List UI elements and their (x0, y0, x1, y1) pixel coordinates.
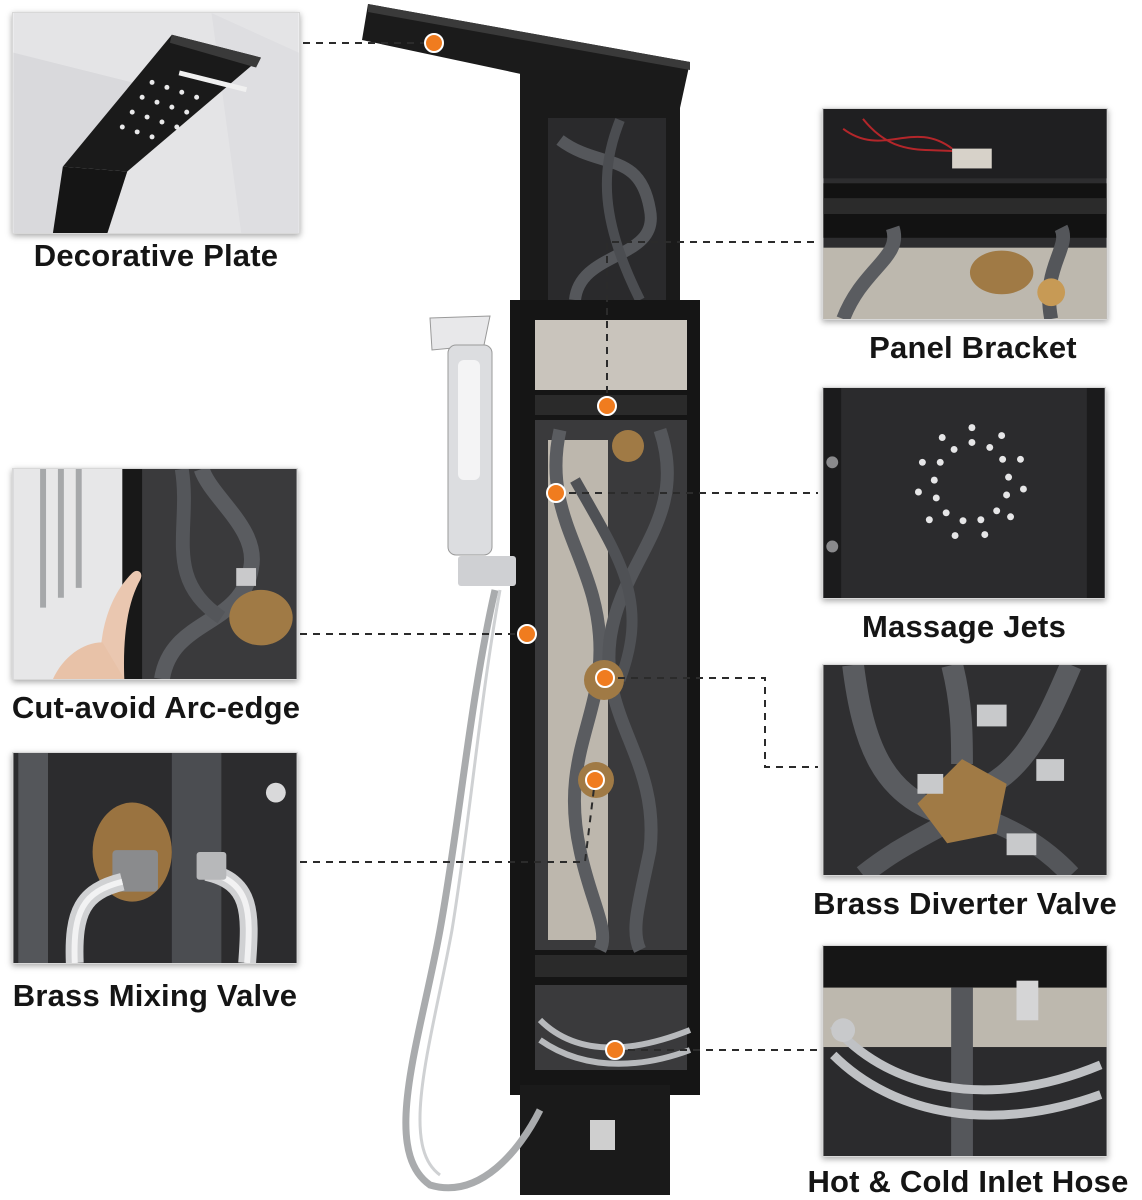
label-brass-mixing-valve: Brass Mixing Valve (12, 978, 298, 1013)
panel-cut-avoid-arc-edge (12, 468, 298, 680)
label-panel-bracket: Panel Bracket (869, 330, 1077, 365)
label-massage-jets: Massage Jets (861, 609, 1067, 644)
label-decorative-plate: Decorative Plate (33, 238, 279, 273)
label-hot-cold-inlet-hose: Hot & Cold Inlet Hose (807, 1164, 1129, 1199)
hand-shower-hose (402, 589, 544, 1192)
panel-brass-diverter-valve (822, 664, 1108, 876)
jet-nozzles (914, 424, 1027, 540)
panel-decorative-plate (12, 12, 300, 234)
label-brass-diverter-valve: Brass Diverter Valve (813, 886, 1117, 921)
label-cut-avoid-arc-edge: Cut-avoid Arc-edge (11, 690, 301, 725)
panel-hot-cold-inlet-hose (822, 945, 1108, 1157)
panel-brass-mixing-valve (12, 752, 298, 964)
panel-panel-bracket (822, 108, 1108, 320)
panel-massage-jets (822, 387, 1106, 599)
